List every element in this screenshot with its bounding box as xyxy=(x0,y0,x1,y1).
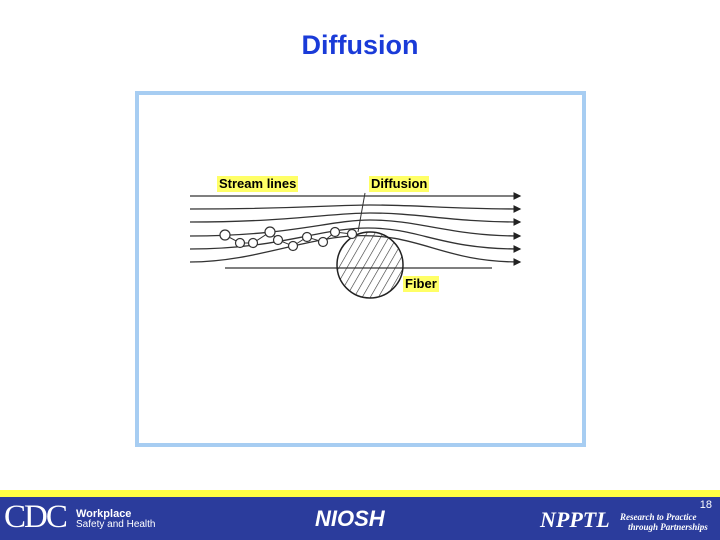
footer-bar: CDC Workplace Safety and Health NIOSH NP… xyxy=(0,497,720,540)
particles xyxy=(219,226,358,252)
workplace-text: Workplace xyxy=(76,508,132,520)
diffusion-label: Diffusion xyxy=(369,176,430,192)
npptl-logo: NPPTL xyxy=(540,507,610,532)
safety-text: Safety and Health xyxy=(76,519,156,530)
footer-stripe xyxy=(0,490,720,497)
fiber-label: Fiber xyxy=(403,276,439,292)
tagline-2: through Partnerships xyxy=(628,522,708,532)
tagline-1: Research to Practice xyxy=(620,512,697,522)
cdc-logo: CDC xyxy=(4,499,68,535)
niosh-logo: NIOSH xyxy=(315,506,385,531)
stream-lines-label: Stream lines xyxy=(217,176,299,192)
slide-title: Diffusion xyxy=(301,30,419,60)
page-number: 18 xyxy=(699,499,712,511)
image-frame xyxy=(135,91,586,447)
fiber-shape xyxy=(336,231,404,299)
